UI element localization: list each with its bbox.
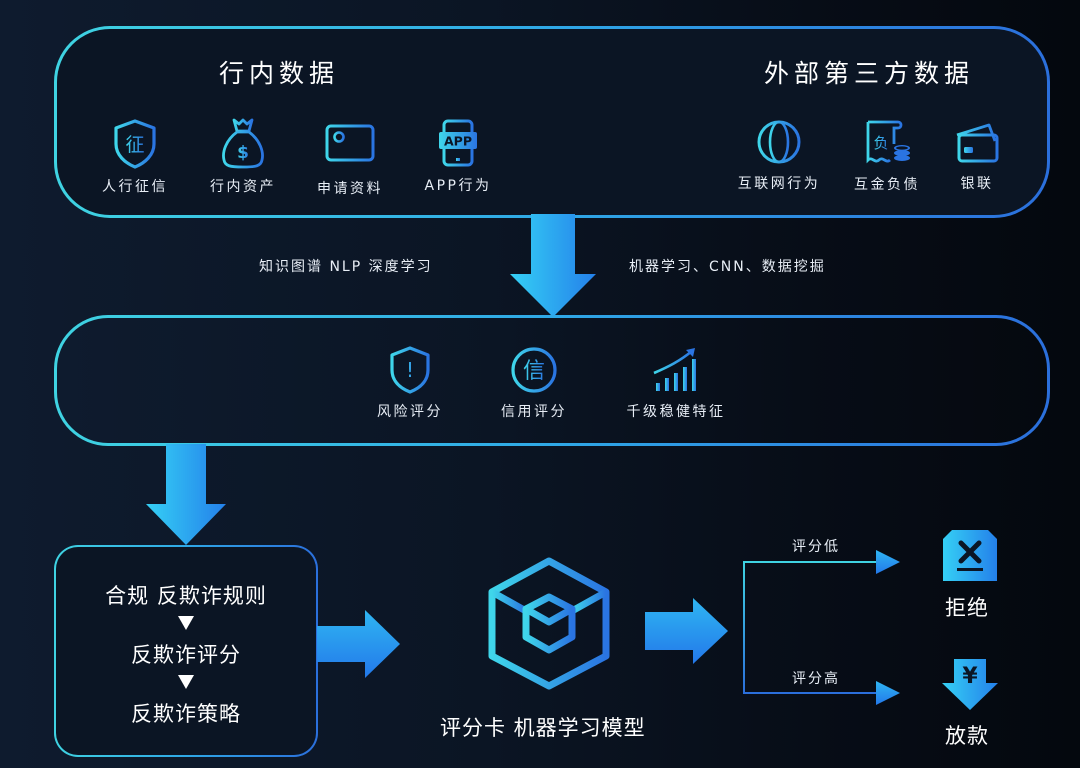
source-label: 行内资产 <box>210 179 276 195</box>
svg-text:征: 征 <box>125 134 144 156</box>
source-label: 银联 <box>960 176 994 192</box>
score-item-credit: 信 信用评分 <box>484 345 584 421</box>
source-item-internet-behavior: 互联网行为 <box>729 117 829 193</box>
reject-label: 拒绝 <box>945 596 989 620</box>
yuan-download-icon: ¥ <box>942 659 998 710</box>
down-arrow-to-scores <box>510 214 596 317</box>
credit-report-shield-icon: 征 <box>114 119 156 169</box>
source-item-app-behavior: APP APP行为 <box>408 117 508 195</box>
score-label: 千级稳健特征 <box>626 404 726 420</box>
high-score-label: 评分高 <box>792 671 840 687</box>
source-label: 互金负债 <box>854 177 920 193</box>
bank-card-icon <box>956 123 999 163</box>
anti-fraud-rules-panel: 合规 反欺诈规则 反欺诈评分 反欺诈策略 <box>54 545 318 757</box>
down-triangle-icon <box>178 616 194 630</box>
low-score-label: 评分低 <box>792 539 840 555</box>
score-item-features: 千级稳健特征 <box>626 345 726 421</box>
internal-data-title: 行内数据 <box>219 59 340 88</box>
score-item-risk: ! 风险评分 <box>360 345 460 421</box>
decision-branch-lines <box>743 550 900 705</box>
right-arrow-to-decision <box>645 598 728 664</box>
technique-right: 机器学习、CNN、数据挖掘 <box>629 259 826 275</box>
external-data-title: 外部第三方数据 <box>764 59 975 88</box>
technique-left: 知识图谱 NLP 深度学习 <box>259 259 433 275</box>
globe-icon <box>757 120 801 164</box>
svg-text:!: ! <box>406 358 414 382</box>
svg-text:¥: ¥ <box>962 664 978 689</box>
svg-text:负: 负 <box>873 134 888 152</box>
right-arrow-to-model <box>317 610 400 678</box>
model-label: 评分卡 机器学习模型 <box>440 716 646 740</box>
warning-shield-icon: ! <box>390 346 430 394</box>
source-item-fintech-debt: 负 互金负债 <box>837 116 937 194</box>
score-label: 信用评分 <box>501 404 567 420</box>
source-item-application: 申请资料 <box>300 120 400 198</box>
credit-circle-icon: 信 <box>511 347 557 393</box>
svg-text:$: $ <box>237 143 249 163</box>
source-item-credit-report: 征 人行征信 <box>85 118 185 196</box>
svg-text:信: 信 <box>523 359 545 384</box>
mobile-app-icon: APP <box>439 119 477 167</box>
branch-arrow-high <box>876 681 900 705</box>
down-triangle-icon <box>178 675 194 689</box>
branch-arrow-low <box>876 550 900 574</box>
growth-chart-icon <box>653 348 696 391</box>
reject-x-icon <box>943 530 997 581</box>
source-label: 申请资料 <box>317 181 383 197</box>
rule-step-compliance: 合规 反欺诈规则 <box>105 584 267 608</box>
svg-text:APP: APP <box>444 134 472 149</box>
rule-step-fraud-score: 反欺诈评分 <box>131 643 241 667</box>
money-bag-icon: $ <box>222 118 264 169</box>
source-label: 人行征信 <box>102 179 168 195</box>
id-card-icon <box>325 124 375 162</box>
rule-step-fraud-strategy: 反欺诈策略 <box>131 702 241 726</box>
approve-label: 放款 <box>945 724 989 748</box>
source-label: APP行为 <box>424 178 492 194</box>
down-arrow-to-rules <box>146 444 226 545</box>
source-label: 互联网行为 <box>737 176 821 192</box>
debt-document-icon: 负 <box>866 120 910 164</box>
cube-model-icon <box>488 557 610 690</box>
score-label: 风险评分 <box>377 404 443 420</box>
source-item-unionpay: 银联 <box>927 119 1027 193</box>
source-item-bank-assets: $ 行内资产 <box>193 116 293 196</box>
